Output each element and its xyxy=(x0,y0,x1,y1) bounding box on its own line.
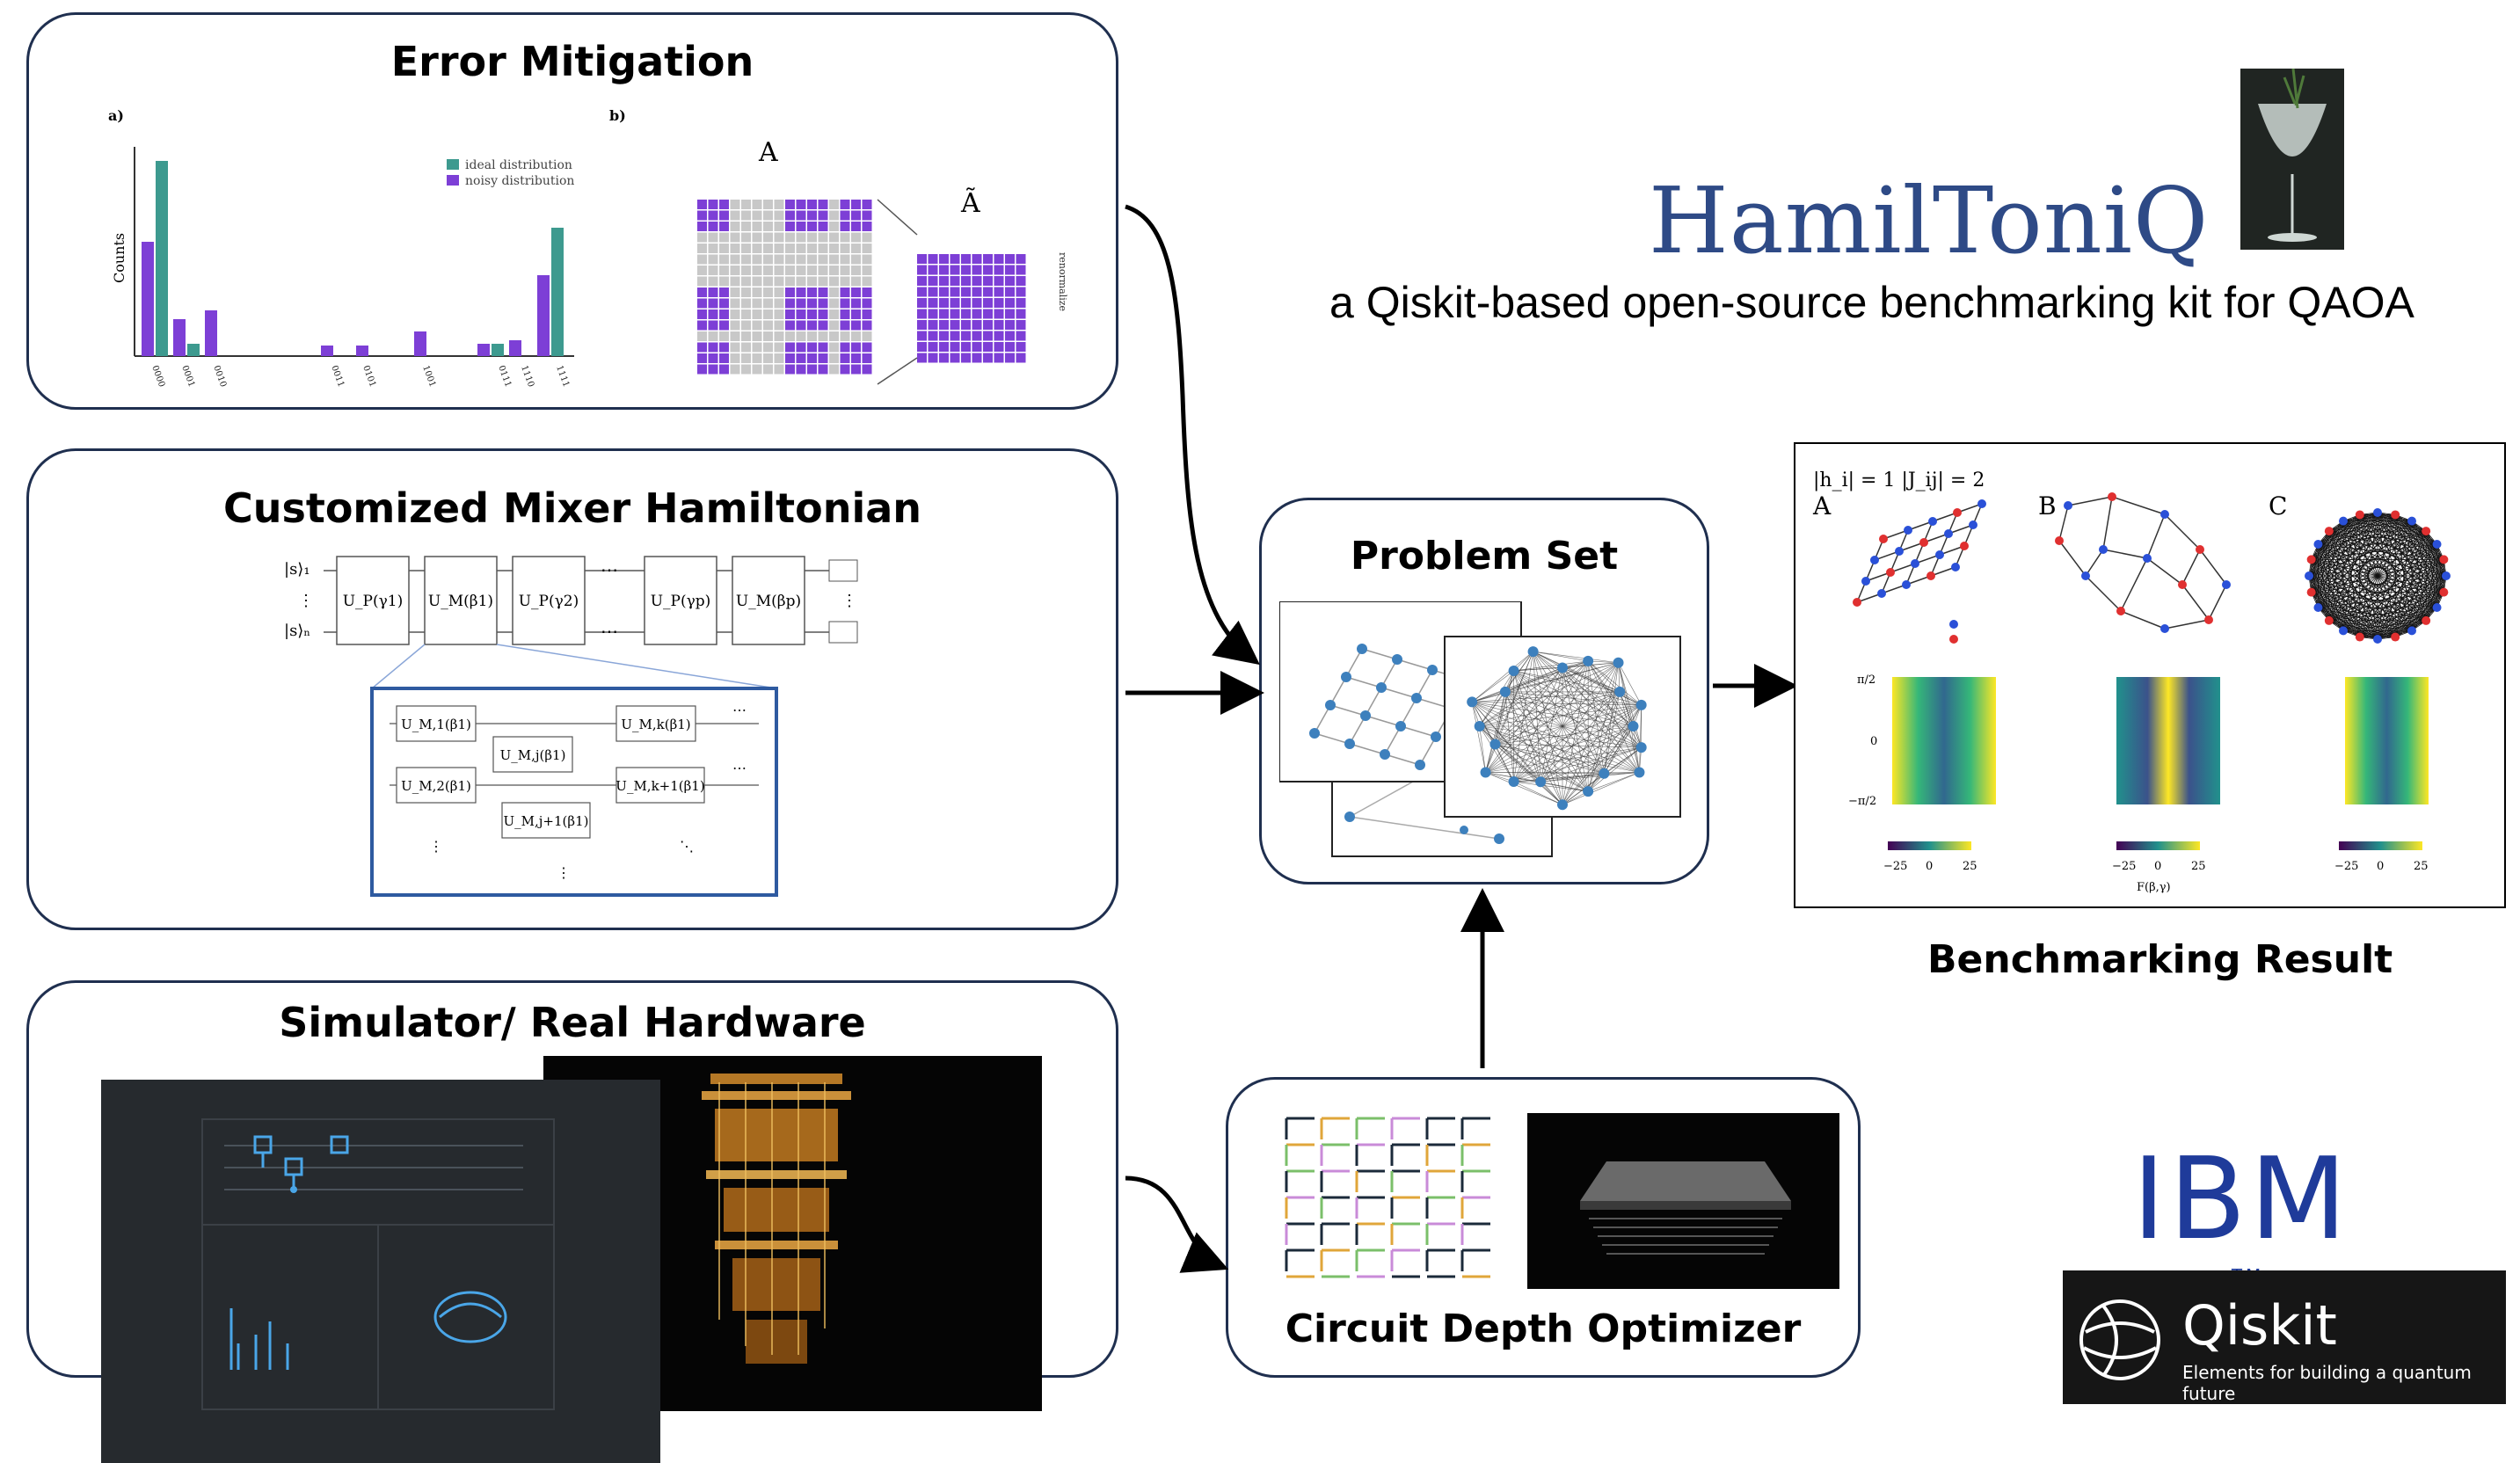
result-equation: |h_i| = 1 |J_ij| = 2 xyxy=(1813,469,1985,491)
heatmap-c xyxy=(2345,677,2429,804)
ytick-bottom: −π/2 xyxy=(1848,795,1876,808)
ytick-mid: 0 xyxy=(1870,735,1877,748)
qiskit-tagline: Elements for building a quantum future xyxy=(2182,1362,2506,1404)
result-figure: |h_i| = 1 |J_ij| = 2 A B C xyxy=(1795,444,2504,906)
qiskit-wordmark: Qiskit xyxy=(2182,1293,2337,1357)
result-xlabel: F(β,γ) xyxy=(2137,881,2171,894)
heatmap-a xyxy=(1892,677,1996,804)
svg-text:25: 25 xyxy=(1963,860,1977,873)
brand-tagline: a Qiskit-based open-source benchmarking … xyxy=(1329,277,2414,328)
svg-text:0: 0 xyxy=(1926,860,1933,873)
ytick-top: π/2 xyxy=(1857,673,1875,687)
svg-text:−25: −25 xyxy=(2334,860,2358,873)
result-label-a: A xyxy=(1812,491,1832,520)
result-label-b: B xyxy=(2038,491,2057,520)
svg-text:0: 0 xyxy=(2154,860,2161,873)
svg-text:−25: −25 xyxy=(1883,860,1907,873)
svg-text:25: 25 xyxy=(2414,860,2429,873)
lattice-graphs xyxy=(1853,492,2451,644)
svg-text:25: 25 xyxy=(2191,860,2206,873)
brand-name: HamilToniQ xyxy=(1649,167,2209,274)
qiskit-logo: Qiskit Elements for building a quantum f… xyxy=(2063,1270,2506,1404)
heatmap-b xyxy=(2116,677,2220,804)
qiskit-globe-icon xyxy=(2077,1297,2163,1383)
gin-glass-image xyxy=(2240,69,2344,250)
svg-text:0: 0 xyxy=(2377,860,2384,873)
result-title: Benchmarking Result xyxy=(1927,937,2393,982)
svg-text:−25: −25 xyxy=(2112,860,2136,873)
result-label-c: C xyxy=(2269,491,2287,520)
result-figure-frame: |h_i| = 1 |J_ij| = 2 A B C xyxy=(1794,442,2506,908)
